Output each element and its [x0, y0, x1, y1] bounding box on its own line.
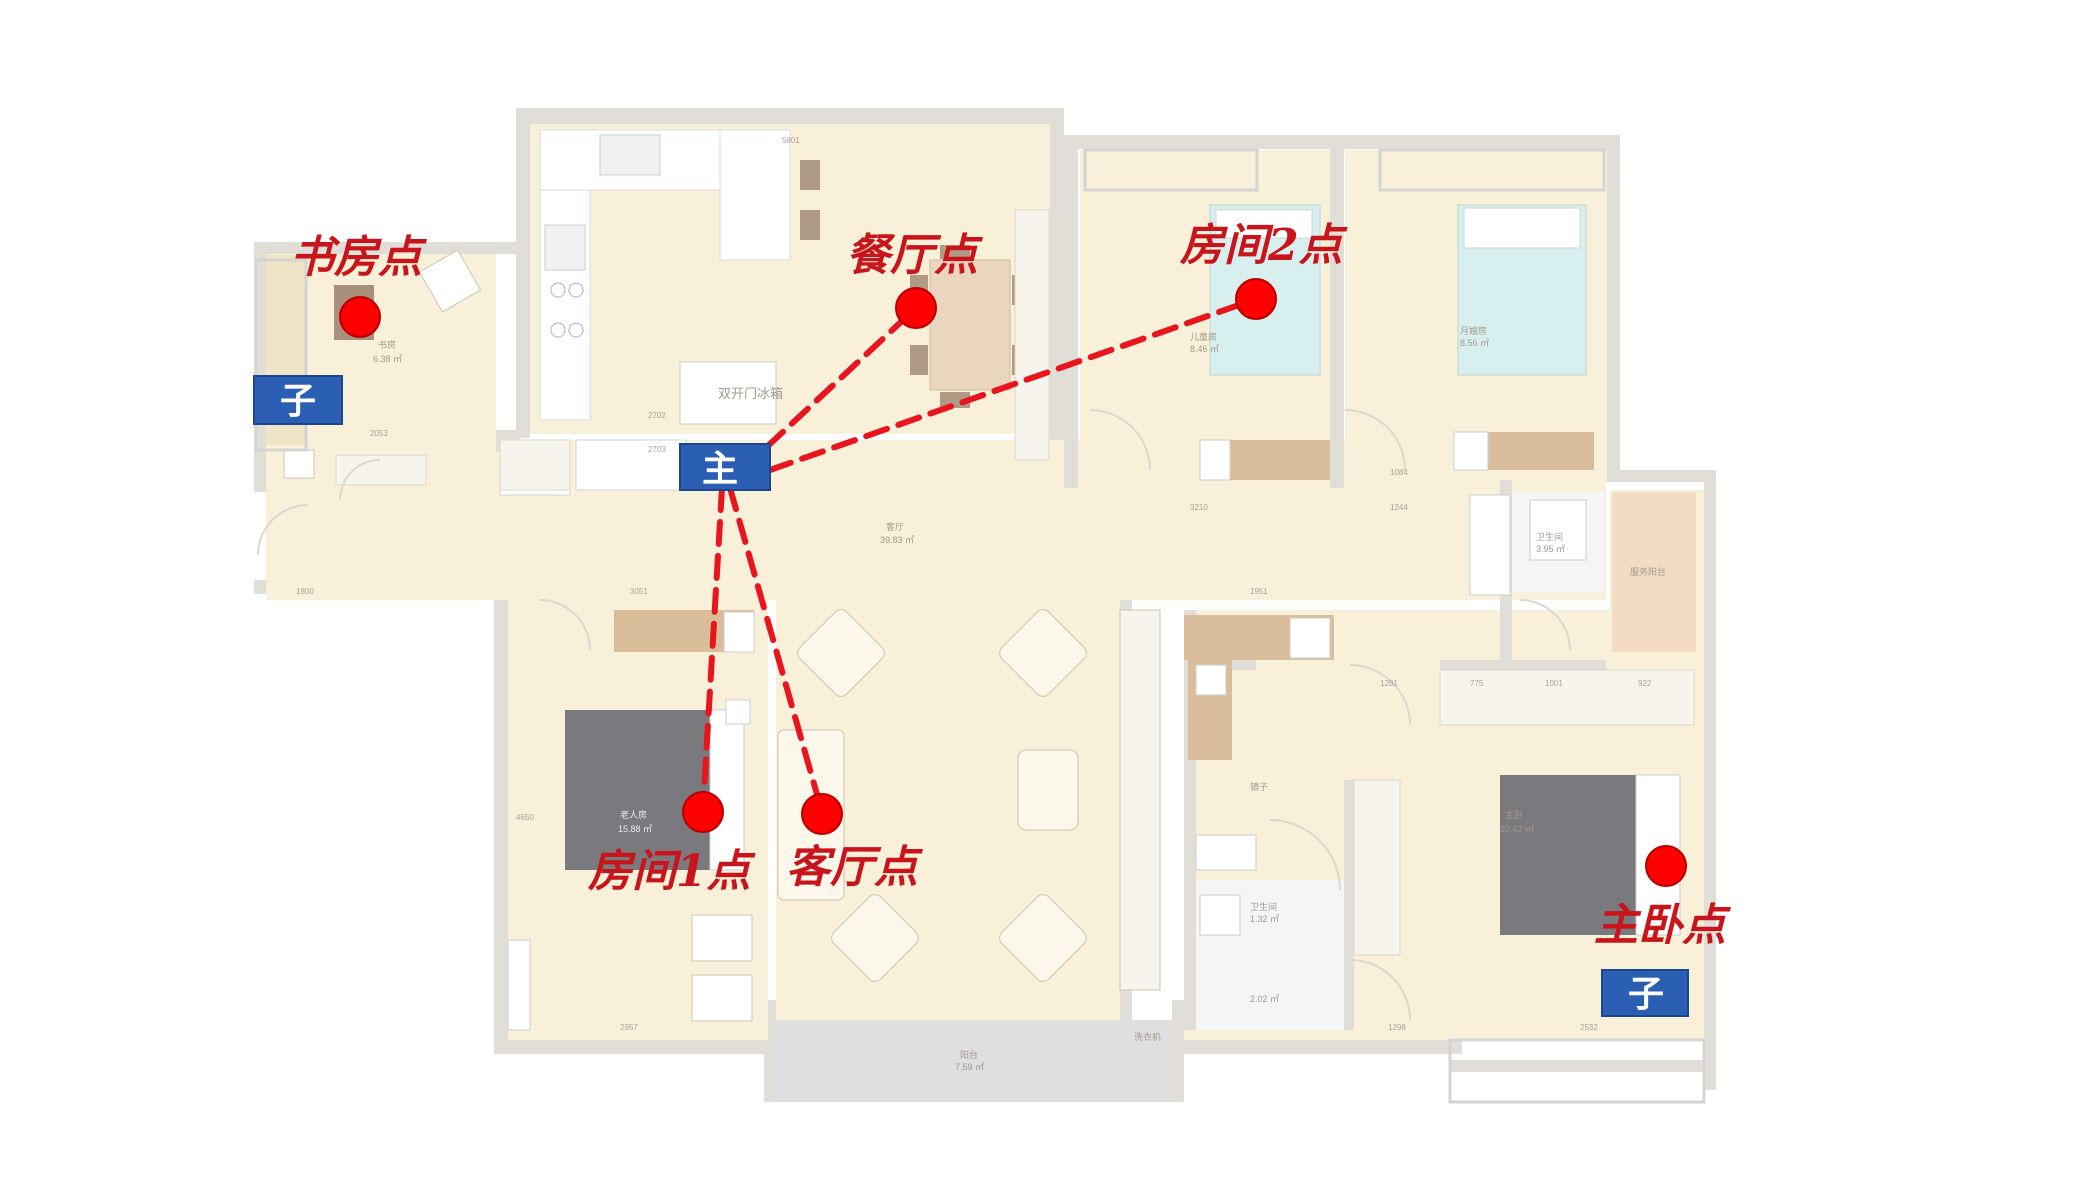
dim-7: 1951	[1250, 587, 1268, 596]
dim-12: 2957	[620, 1023, 638, 1032]
dimension-labels: 5801 2702 2703 2053 1800 3051 1951 3210 …	[296, 136, 1652, 1032]
dim-14: 2532	[1580, 1023, 1598, 1032]
label-living-area: 39.83 ㎡	[880, 535, 914, 545]
label-elder2-room: 老人房	[620, 809, 647, 820]
measure-points	[339, 278, 1687, 887]
router-nodes: 主 子 子	[253, 375, 1689, 1017]
service-balcony-floor	[1612, 492, 1696, 652]
point-living	[801, 793, 843, 835]
point-study	[339, 296, 381, 338]
corridor-furniture	[335, 439, 1587, 596]
elder-room-furniture	[1453, 204, 1594, 471]
point-master	[1645, 845, 1687, 887]
room-labels: 书房 6.38 ㎡ 儿童房 8.46 ㎡ 月嫂房 8.56 ㎡ 客厅 39.83…	[373, 325, 1666, 1072]
label-master-area: 20.42 ㎡	[1500, 824, 1534, 834]
label-elder-area: 8.56 ㎡	[1460, 338, 1489, 348]
label-laundry: 洗衣机	[1134, 1031, 1161, 1042]
balcony-floor	[776, 1020, 1172, 1100]
label-study: 书房	[378, 339, 396, 350]
room1-furniture	[507, 610, 755, 1031]
label-bath1: 卫生间	[1536, 531, 1563, 542]
dim-9: 1244	[1390, 503, 1408, 512]
label-room1-point: 房间1点	[587, 846, 757, 897]
point-dining	[895, 287, 937, 329]
node-sub-left-label: 子	[280, 380, 316, 422]
label-kid-area: 8.46 ㎡	[1190, 344, 1219, 354]
dim-10: 1084	[1390, 468, 1408, 477]
label-study-point: 书房点	[290, 232, 428, 283]
label-service-balcony: 服务阳台	[1630, 566, 1666, 577]
dim-11: 4650	[516, 813, 534, 822]
label-living-point: 客厅点	[786, 842, 924, 893]
kid-room-furniture	[1199, 204, 1330, 481]
link-main-living	[727, 485, 825, 815]
point-labels: 书房点 餐厅点 房间2点 房间1点 客厅点 主卧点	[290, 220, 1732, 951]
node-main-label: 主	[702, 448, 738, 490]
point-room1	[682, 791, 724, 833]
label-fridge: 双开门冰箱	[718, 386, 783, 401]
label-study-area: 6.38 ㎡	[373, 354, 402, 364]
windows	[254, 148, 1706, 1104]
dim-15: 775	[1470, 679, 1484, 688]
label-elder2-area: 15.88 ㎡	[618, 824, 652, 834]
label-master-room: 主卧	[1505, 809, 1523, 820]
dim-8: 3210	[1190, 503, 1208, 512]
label-living: 客厅	[886, 521, 904, 532]
label-room2-point: 房间2点	[1179, 220, 1349, 271]
dining-table	[910, 209, 1050, 461]
link-main-room2	[767, 296, 1259, 473]
label-bath1-area: 3.95 ㎡	[1536, 544, 1565, 554]
node-sub-right-label: 子	[1628, 973, 1664, 1015]
master-room-furniture	[1184, 615, 1695, 956]
label-bath2-area: 1.32 ㎡	[1250, 914, 1279, 924]
point-room2	[1235, 278, 1277, 320]
node-main-box	[679, 443, 771, 491]
floor-plan: 书房 6.38 ㎡ 儿童房 8.46 ㎡ 月嫂房 8.56 ㎡ 客厅 39.83…	[254, 108, 1716, 1104]
doors	[257, 409, 1571, 1021]
dim-13: 1298	[1388, 1023, 1406, 1032]
dim-18: 1281	[1380, 679, 1398, 688]
dim-4: 2053	[370, 429, 388, 438]
label-elder-room: 月嫂房	[1460, 325, 1487, 336]
label-mirror: 镜子	[1250, 781, 1268, 792]
label-master-point: 主卧点	[1594, 900, 1732, 951]
node-sub-left-box	[253, 375, 343, 425]
label-bath2: 卫生间	[1250, 901, 1277, 912]
dim-5: 1800	[296, 587, 314, 596]
label-balcony-area: 7.59 ㎡	[955, 1062, 984, 1072]
dim-17: 922	[1638, 679, 1652, 688]
dim-2: 2702	[648, 411, 666, 420]
dim-6: 3051	[630, 587, 648, 596]
walls	[254, 108, 1716, 1102]
dim-16: 1001	[1545, 679, 1563, 688]
kitchen	[499, 129, 820, 496]
link-main-room1	[700, 485, 725, 811]
label-bath3-area: 2.02 ㎡	[1250, 994, 1279, 1004]
label-balcony: 阳台	[960, 1049, 978, 1060]
label-dining-point: 餐厅点	[846, 230, 984, 281]
dim-3: 2703	[648, 445, 666, 454]
label-kid-room: 儿童房	[1190, 331, 1217, 342]
dim-1: 5801	[782, 136, 800, 145]
node-sub-right-box	[1601, 969, 1689, 1017]
